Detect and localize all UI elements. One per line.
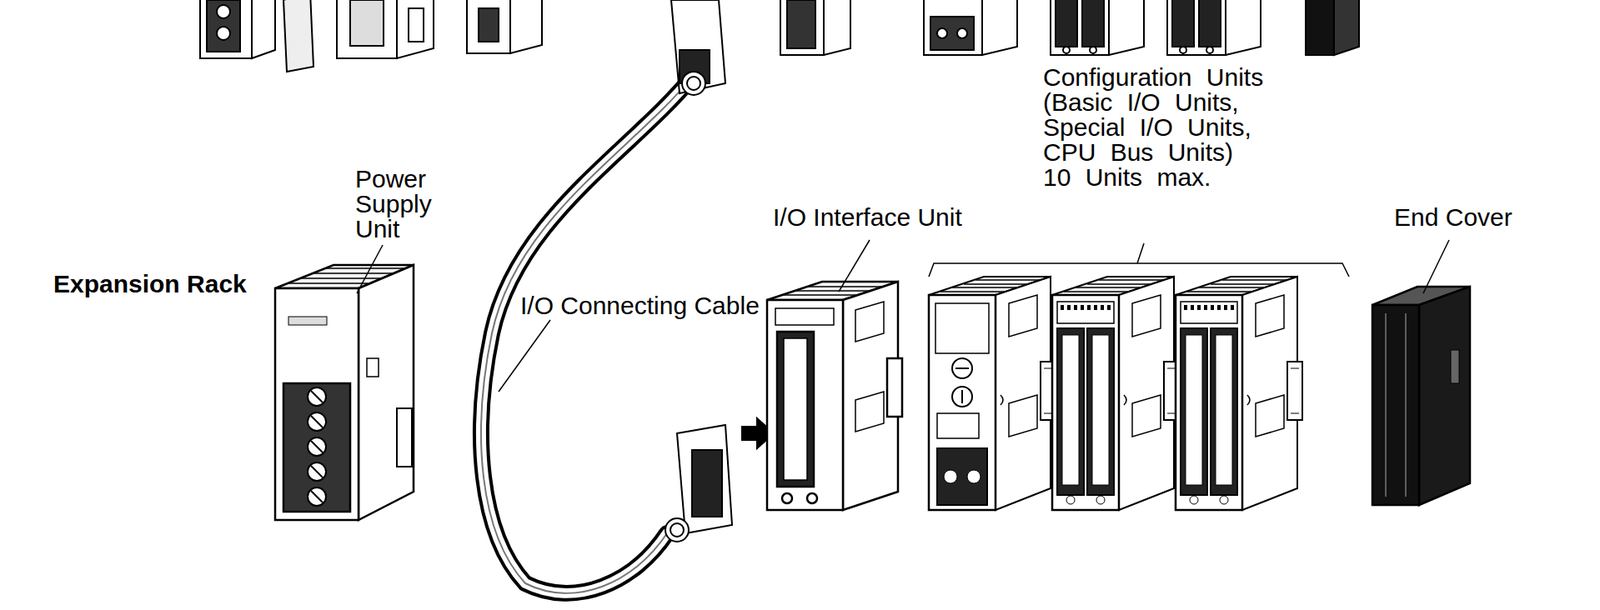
part-label: End Cover <box>1394 205 1513 231</box>
rack-title: Expansion Rack <box>53 271 247 297</box>
part-label: I/O Connecting Cable <box>520 293 760 319</box>
part-label: I/O Interface Unit <box>772 205 963 231</box>
part-label: Power Supply Unit <box>355 166 439 242</box>
group-label: Configuration Units (Basic I/O Units, Sp… <box>1043 65 1270 191</box>
